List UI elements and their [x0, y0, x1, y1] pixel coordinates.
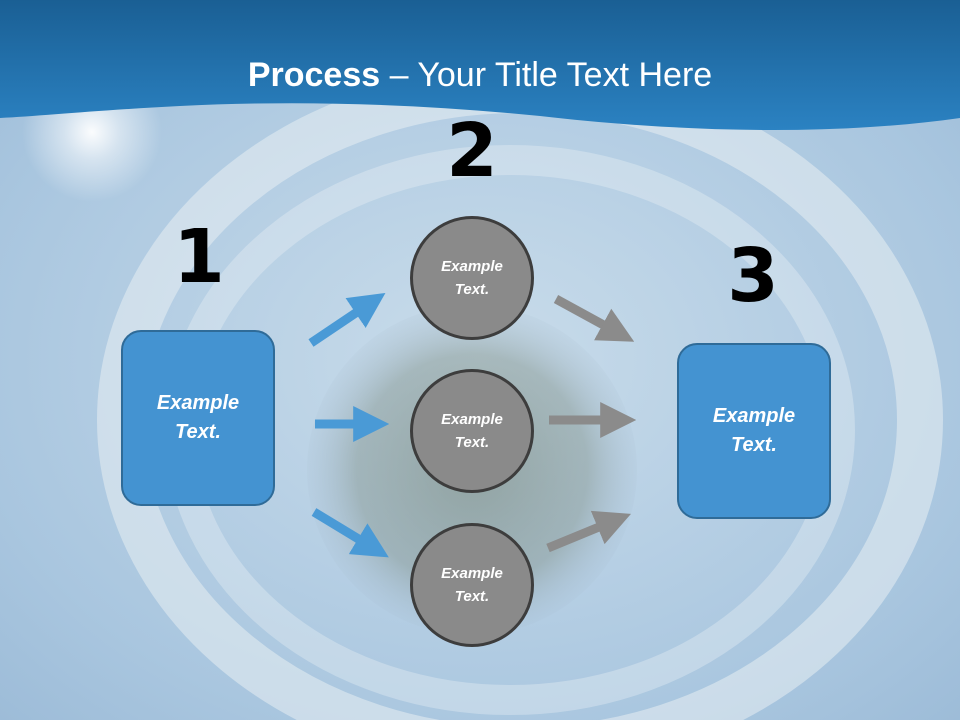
step-circle-top-label: Example Text.	[441, 258, 503, 298]
step-box-3-label: Example Text.	[712, 405, 796, 456]
step-number-2: 2	[446, 108, 498, 194]
step-circle-bottom-label: Example Text.	[441, 565, 503, 605]
step-circle-middle-label: Example Text.	[441, 411, 503, 451]
step-box-3[interactable]: Example Text.	[677, 343, 831, 519]
arrow-gray-up	[546, 510, 631, 553]
step-circle-bottom[interactable]: Example Text.	[410, 523, 534, 647]
title-bold: Process	[247, 56, 381, 94]
step-circle-middle[interactable]: Example Text.	[410, 369, 534, 493]
step-number-1: 1	[173, 214, 225, 300]
step-box-1-label: Example Text.	[156, 392, 240, 443]
step-number-3: 3	[727, 233, 779, 319]
title-rest: – Your Title Text Here	[380, 56, 713, 94]
arrow-gray-down	[553, 295, 635, 342]
step-box-1[interactable]: Example Text.	[121, 330, 275, 506]
arrow-blue-down	[311, 508, 389, 558]
header-banner	[0, 0, 960, 131]
arrow-blue-up	[308, 292, 386, 347]
slide-title: Process – Your Title Text Here	[0, 54, 960, 96]
step-circle-top[interactable]: Example Text.	[410, 216, 534, 340]
